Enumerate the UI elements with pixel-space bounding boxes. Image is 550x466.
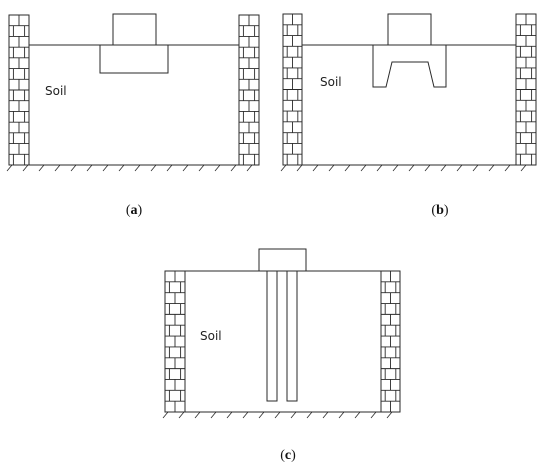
- soil-label: Soil: [45, 84, 67, 98]
- pile-right: [286, 270, 298, 402]
- brick-wall-left: [164, 270, 186, 413]
- ground-hatching: [280, 164, 527, 172]
- panel-c: Soil (c): [162, 248, 401, 463]
- soil-label: Soil: [200, 329, 222, 343]
- ground-hatching: [6, 164, 253, 172]
- foundation-block: [99, 44, 169, 74]
- brick-wall-left: [282, 13, 303, 166]
- brick-wall-right: [238, 14, 260, 166]
- caption-c: (c): [280, 448, 296, 463]
- soil-body: [301, 44, 517, 166]
- panel-b: Soil (b): [280, 13, 537, 218]
- brick-wall-right: [380, 270, 401, 413]
- pile-cap: [258, 248, 307, 272]
- skirted-footing: [372, 44, 447, 88]
- ground-hatching: [162, 411, 393, 419]
- brick-wall-left: [8, 14, 30, 166]
- pile-left: [266, 270, 278, 402]
- column: [112, 13, 157, 46]
- caption-a: (a): [126, 203, 143, 218]
- column: [387, 13, 432, 46]
- brick-wall-right: [515, 13, 537, 166]
- soil-label: Soil: [320, 75, 342, 89]
- panel-a: Soil (a): [6, 13, 260, 218]
- caption-b: (b): [431, 203, 448, 218]
